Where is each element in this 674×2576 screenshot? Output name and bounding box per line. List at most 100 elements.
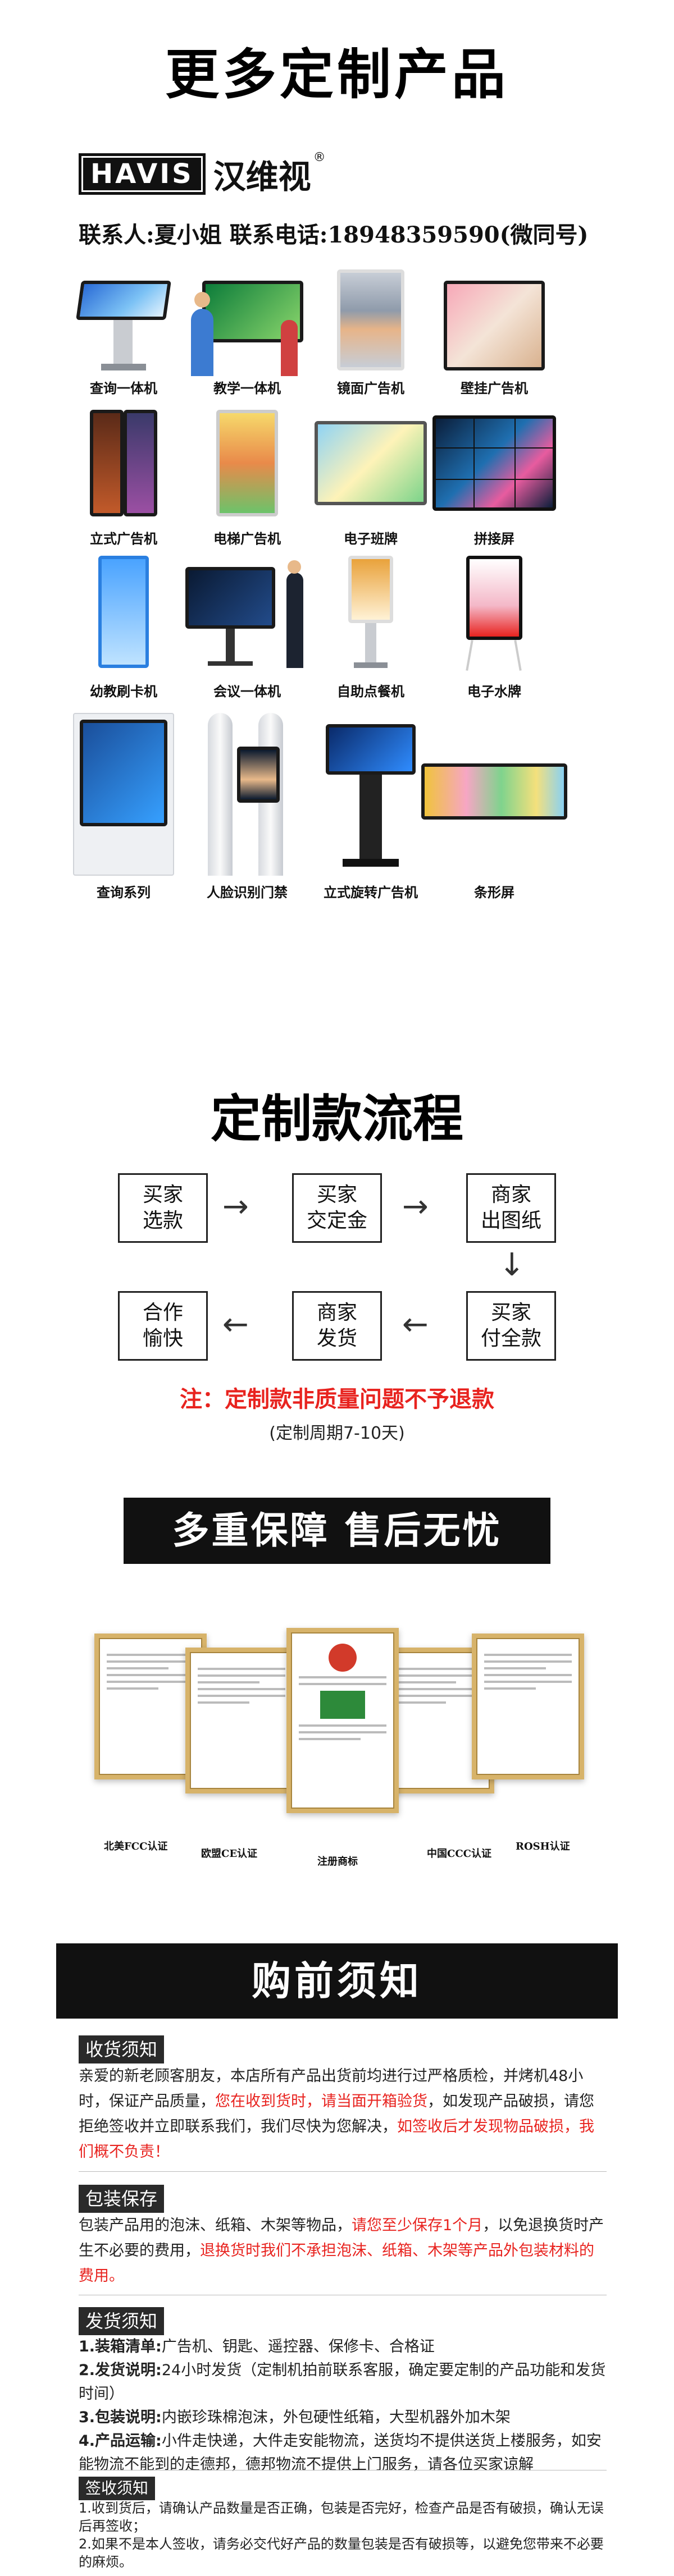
flow-step: 商家 发货 <box>292 1291 382 1361</box>
divider <box>79 2171 607 2172</box>
notice-paragraph: 亲爱的新老顾客朋友，本店所有产品出货前均进行过严格质检，并烤机48小时，保证产品… <box>79 2063 607 2165</box>
standing-ad-icon <box>84 410 163 522</box>
flow-step: 买家 交定金 <box>292 1173 382 1243</box>
flow-step-line1: 合作 <box>142 1301 183 1324</box>
flow-note: 注：定制款非质量问题不予退款 <box>180 1387 494 1412</box>
product-grid: 查询一体机 教学一体机 镜面广告机 壁挂广告机 立式广告机 电梯广 <box>0 264 674 988</box>
list-value: 24小时发货（定制机拍前联系客服，确定要定制的产品功能和发货时间） <box>79 2362 606 2403</box>
flow-step-line2: 出图纸 <box>480 1209 541 1232</box>
product-item: 拼接屏 <box>432 410 556 547</box>
flow-step-line2: 愉快 <box>142 1327 183 1350</box>
cert-label: ROSH认证 <box>516 1841 570 1852</box>
product-label: 教学一体机 <box>213 380 281 396</box>
notice-banner: 购前须知 <box>56 1943 618 2019</box>
certificate-gallery: 北美FCC认证 欧盟CE认证 注册商标 中国CCC认证 ROSH认证 <box>0 1617 674 1903</box>
certificate-rosh <box>472 1634 584 1779</box>
product-label: 拼接屏 <box>474 530 514 547</box>
notice-tag: 签收须知 <box>79 2477 156 2500</box>
card-reader-icon <box>98 556 149 674</box>
arrow-right-icon: → <box>222 1188 249 1225</box>
product-label: 人脸识别门禁 <box>207 884 288 900</box>
arrow-left-icon: ← <box>402 1306 429 1343</box>
teaching-board-icon <box>191 275 303 376</box>
flow-step-line1: 买家 <box>316 1183 357 1206</box>
cert-label: 注册商标 <box>317 1856 358 1868</box>
flow-step: 买家 付全款 <box>466 1291 556 1361</box>
product-item: 查询系列 <box>62 713 185 900</box>
list-item: 1.收到货后，请确认产品数量是否正确，包装是否完好，检查产品是否有破损，确认无误… <box>79 2500 604 2534</box>
notice-paragraph: 包装产品用的泡沫、纸箱、木架等物品，请您至少保存1个月，以免退换货时产生不必要的… <box>79 2213 607 2289</box>
guarantee-banner: 多重保障 售后无忧 <box>124 1498 550 1564</box>
flow-step-line2: 付全款 <box>480 1327 541 1350</box>
list-value: 内嵌珍珠棉泡沫，外包硬性纸箱，大型机器外加木架 <box>161 2409 511 2426</box>
product-item: 会议一体机 <box>185 556 309 699</box>
list-value: 广告机、钥匙、遥控器、保修卡、合格证 <box>161 2338 435 2355</box>
notice-text: 包装产品用的泡沫、纸箱、木架等物品， <box>79 2217 352 2234</box>
product-label: 自助点餐机 <box>337 683 404 699</box>
list-item: 2.如果不是本人签收，请务必交代好产品的数量包装是否有破损等，以避免您带来不必要… <box>79 2536 604 2570</box>
product-item: 自助点餐机 <box>309 556 432 699</box>
list-key: 3.包装说明: <box>79 2409 162 2426</box>
notice-text: ，以免退换货时产生不必要的费用， <box>79 2217 604 2259</box>
cert-label: 欧盟CE认证 <box>201 1848 258 1860</box>
notice-text-highlight: 您在收到货时，请当面开箱验货 <box>215 2093 427 2110</box>
page-title: 更多定制产品 <box>165 43 509 106</box>
kiosk-icon <box>76 275 171 376</box>
certificate-trademark <box>286 1628 399 1813</box>
flow-step-line1: 买家 <box>142 1183 183 1206</box>
product-item: 教学一体机 <box>185 269 309 396</box>
product-item: 电梯广告机 <box>185 410 309 547</box>
notice-tag: 发货须知 <box>79 2307 165 2335</box>
flow-period: (定制周期7-10天) <box>269 1424 405 1443</box>
bar-screen-icon <box>421 763 567 825</box>
arrow-left-icon: ← <box>222 1306 249 1343</box>
rotating-ad-icon <box>320 724 421 870</box>
product-label: 电子水牌 <box>467 683 521 699</box>
contact-info: 联系人:夏小姐 联系电话:18948359590(微同号) <box>79 222 589 248</box>
flow-step-line1: 商家 <box>490 1183 531 1206</box>
product-item: 电子班牌 <box>309 410 432 547</box>
flow-step: 合作 愉快 <box>118 1291 208 1361</box>
list-item: 3.包装说明:内嵌珍珠棉泡沫，外包硬性纸箱，大型机器外加木架 <box>79 2406 607 2429</box>
notice-text-highlight: 请您至少保存1个月 <box>352 2217 483 2234</box>
product-label: 壁挂广告机 <box>461 380 528 396</box>
product-label: 镜面广告机 <box>337 380 404 396</box>
notice-tag: 包装保存 <box>79 2185 165 2213</box>
notice-text-highlight: 如签收后才发现物品破损，我们概不负责！ <box>79 2118 594 2161</box>
product-label: 查询系列 <box>97 884 151 900</box>
flow-section: 定制款流程 买家 选款 → 买家 交定金 → 商家 出图纸 ↓ 买家 付全款 ←… <box>0 1067 674 1471</box>
mirror-ad-icon <box>337 269 404 373</box>
notice-list: 1.装箱清单:广告机、钥匙、遥控器、保修卡、合格证 2.发货说明:24小时发货（… <box>79 2335 607 2477</box>
product-item: 电子水牌 <box>432 556 556 699</box>
flow-step: 买家 选款 <box>118 1173 208 1243</box>
brand-logo-cn: 汉维视 <box>213 158 311 196</box>
certificate-ce <box>185 1648 298 1793</box>
flow-step-line2: 交定金 <box>306 1209 367 1232</box>
registered-mark: ® <box>313 150 326 164</box>
product-label: 幼教刷卡机 <box>90 683 157 699</box>
product-label: 立式旋转广告机 <box>324 884 418 900</box>
wall-ad-icon <box>444 281 545 370</box>
list-item: 2.发货说明:24小时发货（定制机拍前联系客服，确定要定制的产品功能和发货时间） <box>79 2359 607 2406</box>
ordering-kiosk-icon <box>343 556 399 674</box>
flow-title: 定制款流程 <box>211 1089 463 1149</box>
arrow-right-icon: → <box>402 1188 429 1225</box>
elevator-ad-icon <box>216 410 278 522</box>
product-label: 立式广告机 <box>90 530 157 547</box>
product-label: 查询一体机 <box>90 380 157 396</box>
flow-step-line2: 发货 <box>316 1327 357 1350</box>
arrow-down-icon: ↓ <box>499 1247 525 1283</box>
product-item: 查询一体机 <box>62 269 185 396</box>
product-item: 立式广告机 <box>62 410 185 547</box>
signage-icon <box>461 556 528 674</box>
flow-step-line1: 买家 <box>490 1301 531 1324</box>
product-label: 条形屏 <box>474 884 514 900</box>
notice-text: ，如发现产品破损，请您拒绝签收并立即联系我们，我们尽快为您解决， <box>79 2093 594 2135</box>
cert-label: 中国CCC认证 <box>427 1848 491 1860</box>
list-key: 4.产品运输: <box>79 2432 162 2450</box>
brand-logo-en: HAVIS <box>79 153 206 195</box>
product-label: 会议一体机 <box>213 683 281 699</box>
notice-tag: 收货须知 <box>79 2035 165 2063</box>
list-key: 2.发货说明: <box>79 2362 162 2379</box>
flow-step: 商家 出图纸 <box>466 1173 556 1243</box>
